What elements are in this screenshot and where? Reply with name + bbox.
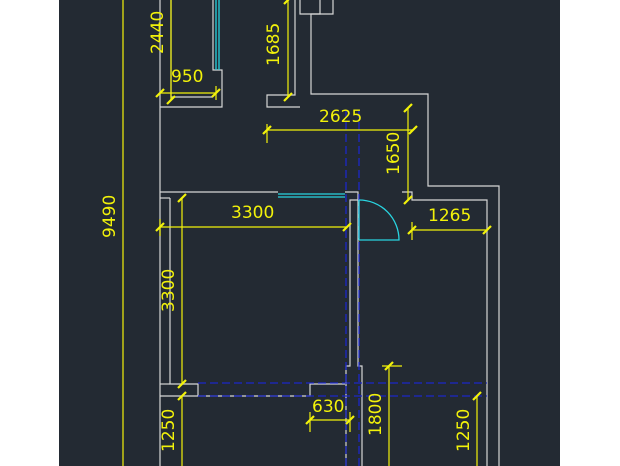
dim-label-630: 630: [312, 397, 344, 417]
dim-label-3300-v: 3300: [159, 269, 179, 312]
wall-shaft: [266, 0, 300, 108]
tick: [345, 415, 355, 425]
tick: [211, 88, 221, 98]
dim-label-9490: 9490: [100, 195, 120, 238]
dim-label-1250-right: 1250: [454, 409, 474, 452]
dim-label-1650: 1650: [384, 132, 404, 175]
dim-label-2625: 2625: [319, 107, 362, 127]
tick: [155, 222, 165, 232]
tick: [177, 391, 187, 401]
tick: [403, 195, 413, 205]
dim-label-1685: 1685: [264, 23, 284, 66]
doors-windows: [215, 0, 400, 241]
tick: [283, 0, 290, 5]
tick: [482, 225, 492, 235]
door-swing-arc: [358, 199, 400, 241]
tick: [155, 88, 165, 98]
tick: [407, 225, 417, 235]
dimension-lines: [122, 0, 487, 466]
tick: [305, 415, 315, 425]
tick: [408, 125, 418, 135]
dim-label-1250-left: 1250: [159, 409, 179, 452]
wall-right-room: [402, 191, 488, 466]
tick: [166, 95, 176, 105]
wall-shaft-right-2: [310, 0, 500, 466]
dimension-ticks: [155, 0, 492, 425]
wall-central-column-2: [357, 200, 363, 466]
tick: [403, 103, 413, 113]
wall-top-left-room: [160, 0, 223, 108]
dim-label-950: 950: [171, 67, 203, 87]
wall-middle-2: [169, 198, 199, 396]
tick: [283, 92, 293, 102]
tick: [177, 379, 187, 389]
axis-lines: [198, 110, 487, 466]
dim-label-1265: 1265: [428, 206, 471, 226]
tick: [262, 125, 272, 135]
dimension-labels: 2440 950 1685 2625 1650 9490 3300 1265 3…: [100, 11, 474, 452]
wall-shaft-right: [299, 0, 321, 15]
tick: [342, 222, 352, 232]
dim-label-2440: 2440: [148, 11, 168, 54]
tick: [472, 391, 482, 401]
dim-label-3300-h: 3300: [231, 203, 274, 223]
dim-label-1800: 1800: [366, 393, 386, 436]
tick: [384, 361, 394, 371]
tick: [177, 193, 187, 203]
